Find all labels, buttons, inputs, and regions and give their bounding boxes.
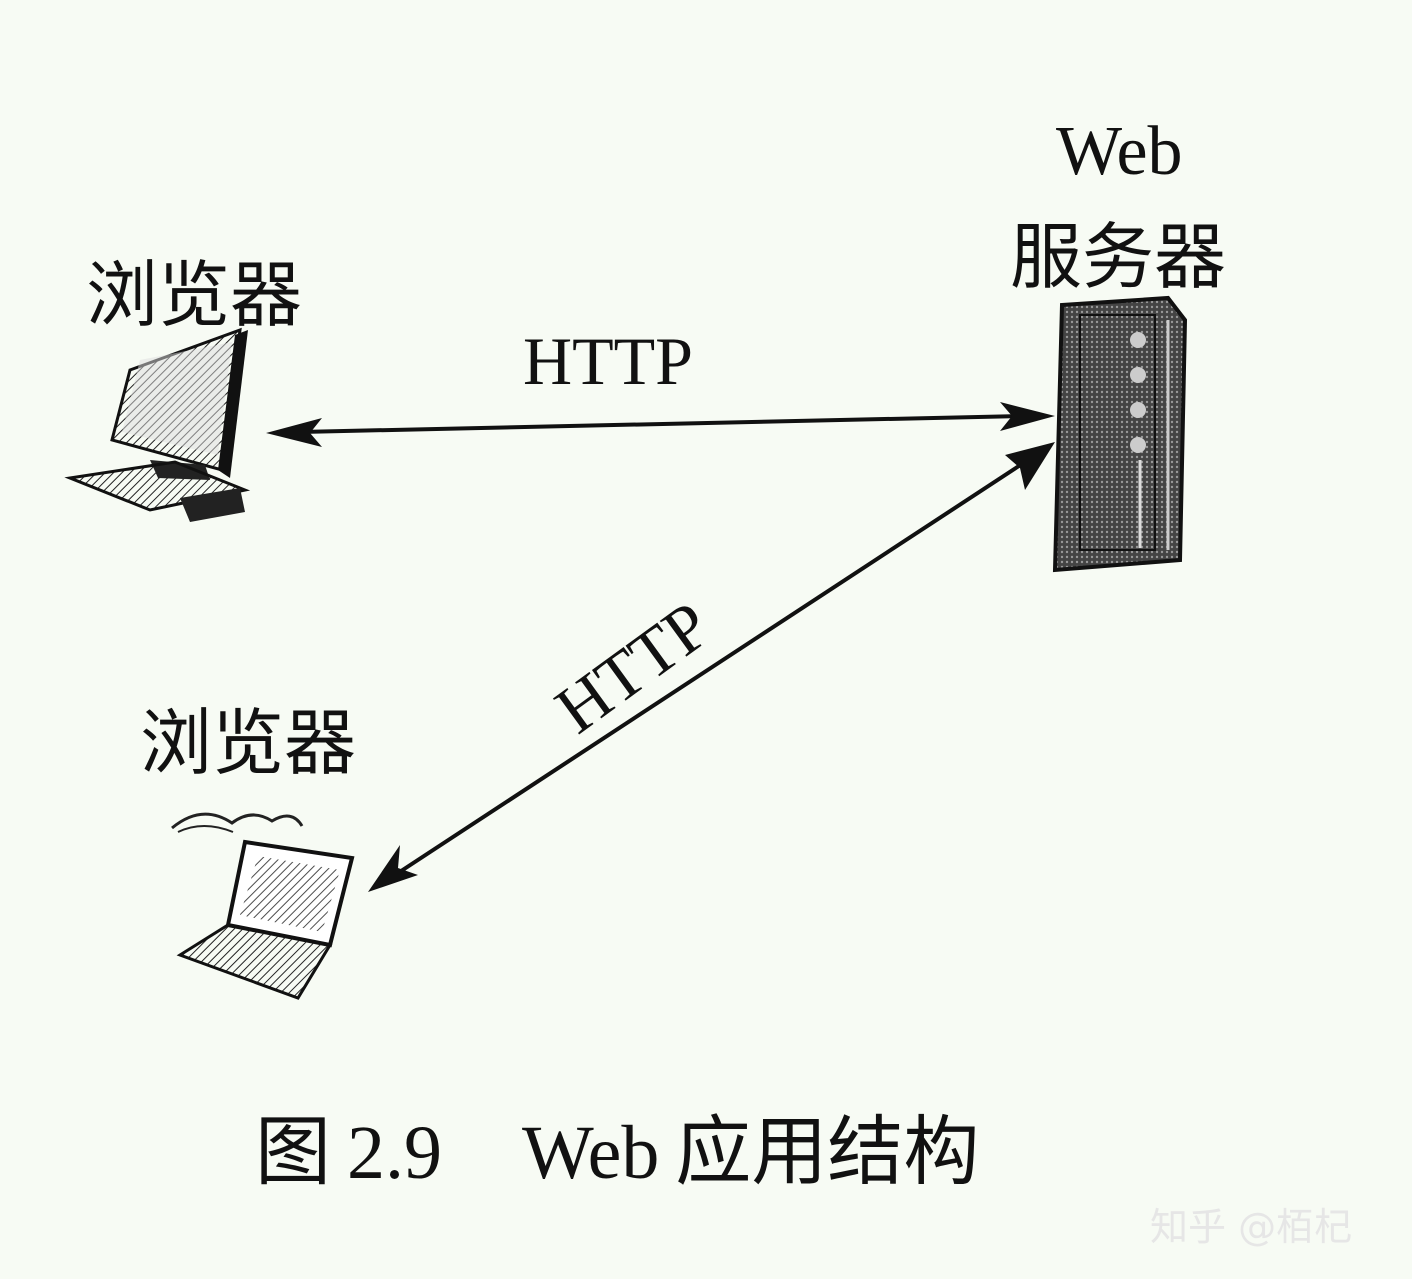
http-arrow-diagonal: [368, 442, 1055, 892]
server-label-server: 服务器: [1010, 215, 1227, 299]
desktop-computer-icon: [64, 327, 251, 522]
watermark: 知乎 @栢杞: [1150, 1205, 1353, 1249]
browser-label-laptop: 浏览器: [140, 701, 357, 785]
server-tower-icon: [1052, 295, 1188, 573]
caption-figure-word: 图: [255, 1107, 331, 1196]
laptop-computer-icon: [171, 812, 355, 1000]
http-arrow-top: [266, 402, 1055, 447]
server-label-web: Web: [1056, 113, 1183, 190]
caption-number: 2.9: [347, 1111, 442, 1195]
browser-label-desktop: 浏览器: [86, 253, 303, 337]
http-label-top: HTTP: [523, 323, 693, 399]
caption-title-en: Web: [522, 1111, 660, 1195]
caption-title-cn: 应用结构: [675, 1107, 980, 1196]
